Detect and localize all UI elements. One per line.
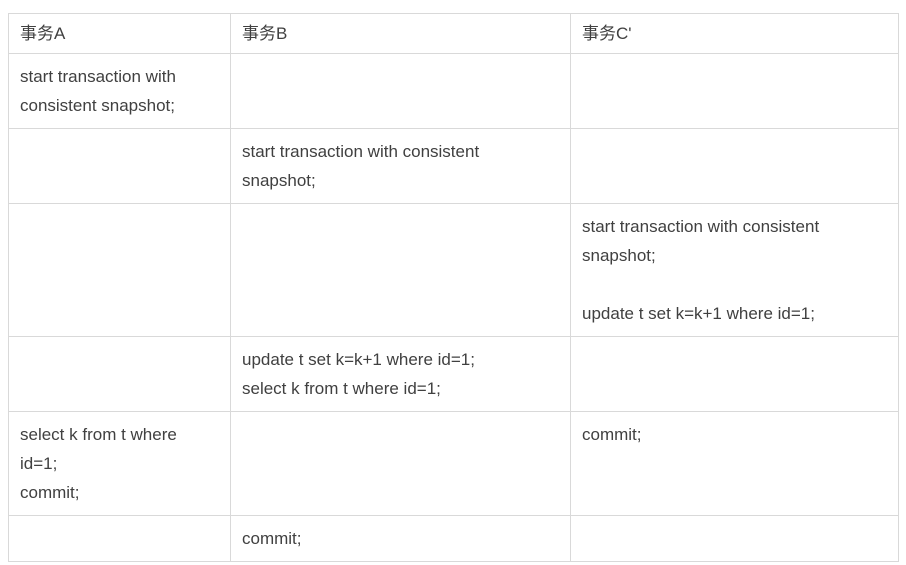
table-cell	[230, 411, 571, 516]
table-cell: start transaction with consistent snapsh…	[8, 53, 231, 129]
table-row: start transaction with consistent snapsh…	[8, 128, 899, 204]
table-cell	[570, 336, 899, 412]
table-row: start transaction with consistent snapsh…	[8, 203, 899, 337]
table-cell	[8, 128, 231, 204]
column-header-transaction-a: 事务A	[8, 13, 231, 54]
table-cell	[8, 336, 231, 412]
table-row: start transaction with consistent snapsh…	[8, 53, 899, 129]
table-cell	[230, 53, 571, 129]
table-cell	[570, 53, 899, 129]
table-cell: select k from t where id=1; commit;	[8, 411, 231, 516]
table-row: update t set k=k+1 where id=1; select k …	[8, 336, 899, 412]
table-row: commit;	[8, 515, 899, 562]
table-cell	[8, 515, 231, 562]
transactions-table: 事务A 事务B 事务C' start transaction with cons…	[8, 13, 899, 562]
table-row: select k from t where id=1; commit; commi…	[8, 411, 899, 516]
table-body: start transaction with consistent snapsh…	[8, 53, 899, 562]
table-cell: commit;	[230, 515, 571, 562]
table-header-row: 事务A 事务B 事务C'	[8, 13, 899, 54]
table-cell: update t set k=k+1 where id=1; select k …	[230, 336, 571, 412]
column-header-transaction-c: 事务C'	[570, 13, 899, 54]
table-cell	[570, 515, 899, 562]
page: 事务A 事务B 事务C' start transaction with cons…	[0, 13, 906, 565]
table-header: 事务A 事务B 事务C'	[8, 13, 899, 54]
column-header-transaction-b: 事务B	[230, 13, 571, 54]
table-cell	[230, 203, 571, 337]
table-cell	[570, 128, 899, 204]
table-cell	[8, 203, 231, 337]
table-cell: commit;	[570, 411, 899, 516]
table-cell: start transaction with consistent snapsh…	[230, 128, 571, 204]
table-cell: start transaction with consistent snapsh…	[570, 203, 899, 337]
